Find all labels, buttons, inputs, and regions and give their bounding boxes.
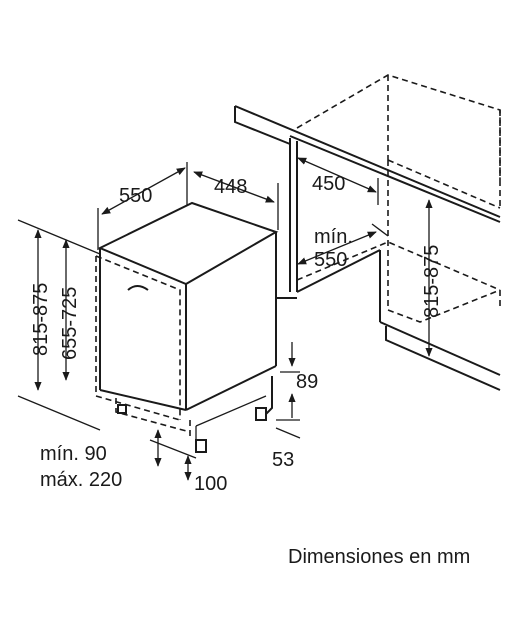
dimension-height: 815-875 — [17, 219, 101, 431]
label-plinth-depth: 100 — [194, 473, 227, 495]
label-plinth-height: 89 — [296, 371, 318, 393]
dimension-niche-width-min: mín. 550 — [297, 223, 389, 271]
label-height-adjust: 655-725 — [59, 287, 81, 360]
dimension-plinth-depth: 100 — [184, 455, 227, 495]
dimension-foot-offset: 53 — [272, 419, 301, 471]
dimension-depth: 550 — [97, 162, 188, 250]
label-foot-offset: 53 — [272, 449, 294, 471]
dimension-width: 448 — [193, 171, 279, 230]
dimension-plinth-range: mín. 90 máx. 220 — [40, 429, 197, 491]
label-niche-height: 815-875 — [421, 245, 443, 318]
caption-units: Dimensiones en mm — [288, 546, 471, 568]
label-height: 815-875 — [30, 283, 52, 356]
label-plinth-min: mín. 90 — [40, 443, 107, 465]
dishwasher-body — [95, 201, 279, 453]
label-niche-depth: 450 — [312, 173, 345, 195]
label-width: 448 — [214, 176, 247, 198]
label-plinth-max: máx. 220 — [40, 469, 122, 491]
dimension-niche-depth: 450 — [297, 157, 379, 205]
label-min: mín. — [314, 226, 353, 248]
dimension-height-adjust: 655-725 — [59, 239, 81, 381]
label-depth: 550 — [119, 185, 152, 207]
dimension-niche-height: 815-875 — [421, 199, 443, 357]
label-niche-width-min: 550 — [314, 249, 347, 271]
dimension-plinth-height: 89 — [280, 342, 318, 418]
